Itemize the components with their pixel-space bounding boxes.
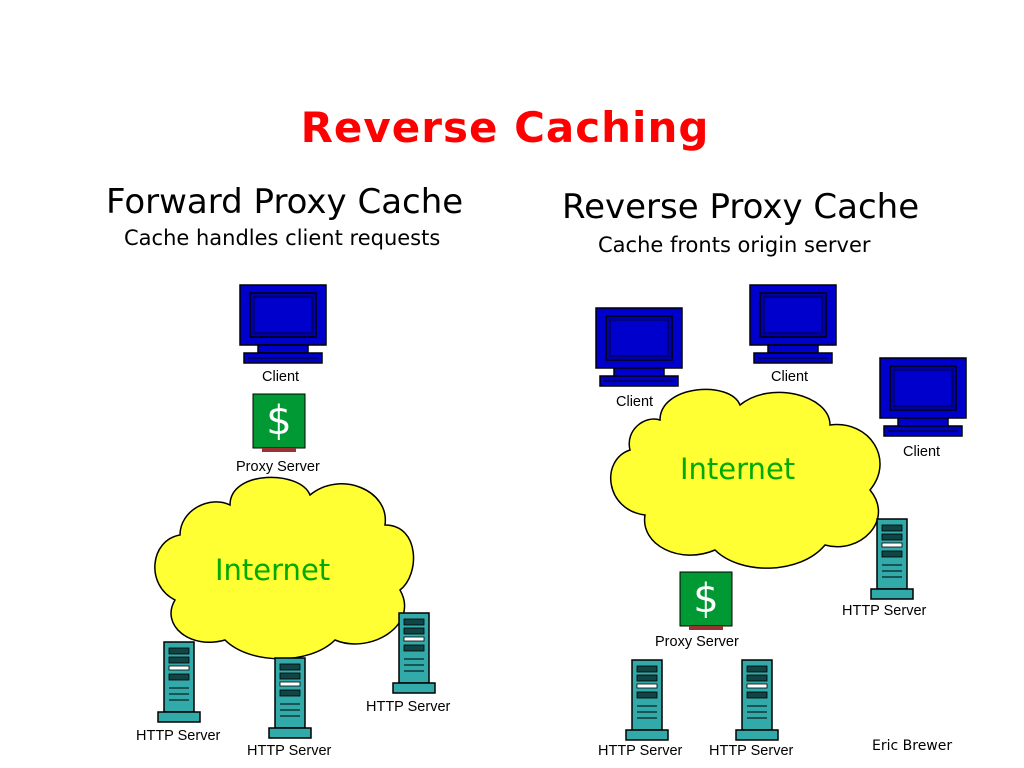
server-tower-icon <box>392 612 436 694</box>
monitor-icon <box>239 284 327 364</box>
reverse-proxy-label: Proxy Server <box>655 634 739 650</box>
monitor-icon <box>595 307 683 387</box>
forward-subheading: Cache handles client requests <box>124 226 441 250</box>
forward-proxy-symbol: $ <box>266 398 292 444</box>
forward-server-label-1: HTTP Server <box>136 728 221 744</box>
reverse-cloud-label: Internet <box>680 452 796 486</box>
cloud-shape <box>609 388 881 569</box>
cloud-shape <box>154 476 415 660</box>
reverse-server-label-3: HTTP Server <box>709 743 794 759</box>
server-tower-icon <box>268 657 312 739</box>
slide-title: Reverse Caching <box>300 103 710 152</box>
reverse-server-label-2: HTTP Server <box>598 743 683 759</box>
proxy-dollar-icon <box>679 571 733 627</box>
reverse-server-label-1: HTTP Server <box>842 603 927 619</box>
server-tower-icon <box>735 659 779 741</box>
proxy-base-icon <box>689 626 723 630</box>
forward-proxy-label: Proxy Server <box>236 459 320 475</box>
forward-server-label-2: HTTP Server <box>247 743 332 759</box>
forward-client-label: Client <box>262 369 300 385</box>
reverse-proxy-symbol: $ <box>693 576 719 622</box>
server-tower-icon <box>625 659 669 741</box>
monitor-icon <box>879 357 967 437</box>
reverse-subheading: Cache fronts origin server <box>598 233 871 257</box>
forward-cloud-label: Internet <box>215 553 331 587</box>
reverse-client-label-3: Client <box>903 444 941 460</box>
server-tower-icon <box>870 518 914 600</box>
reverse-client-label-1: Client <box>616 394 654 410</box>
forward-server-label-3: HTTP Server <box>366 699 451 715</box>
server-tower-icon <box>157 641 201 723</box>
proxy-base-icon <box>262 448 296 452</box>
author-credit: Eric Brewer <box>872 738 953 754</box>
proxy-dollar-icon <box>252 393 306 449</box>
reverse-heading: Reverse Proxy Cache <box>562 187 920 227</box>
reverse-client-label-2: Client <box>771 369 809 385</box>
forward-heading: Forward Proxy Cache <box>106 182 464 222</box>
monitor-icon <box>749 284 837 364</box>
